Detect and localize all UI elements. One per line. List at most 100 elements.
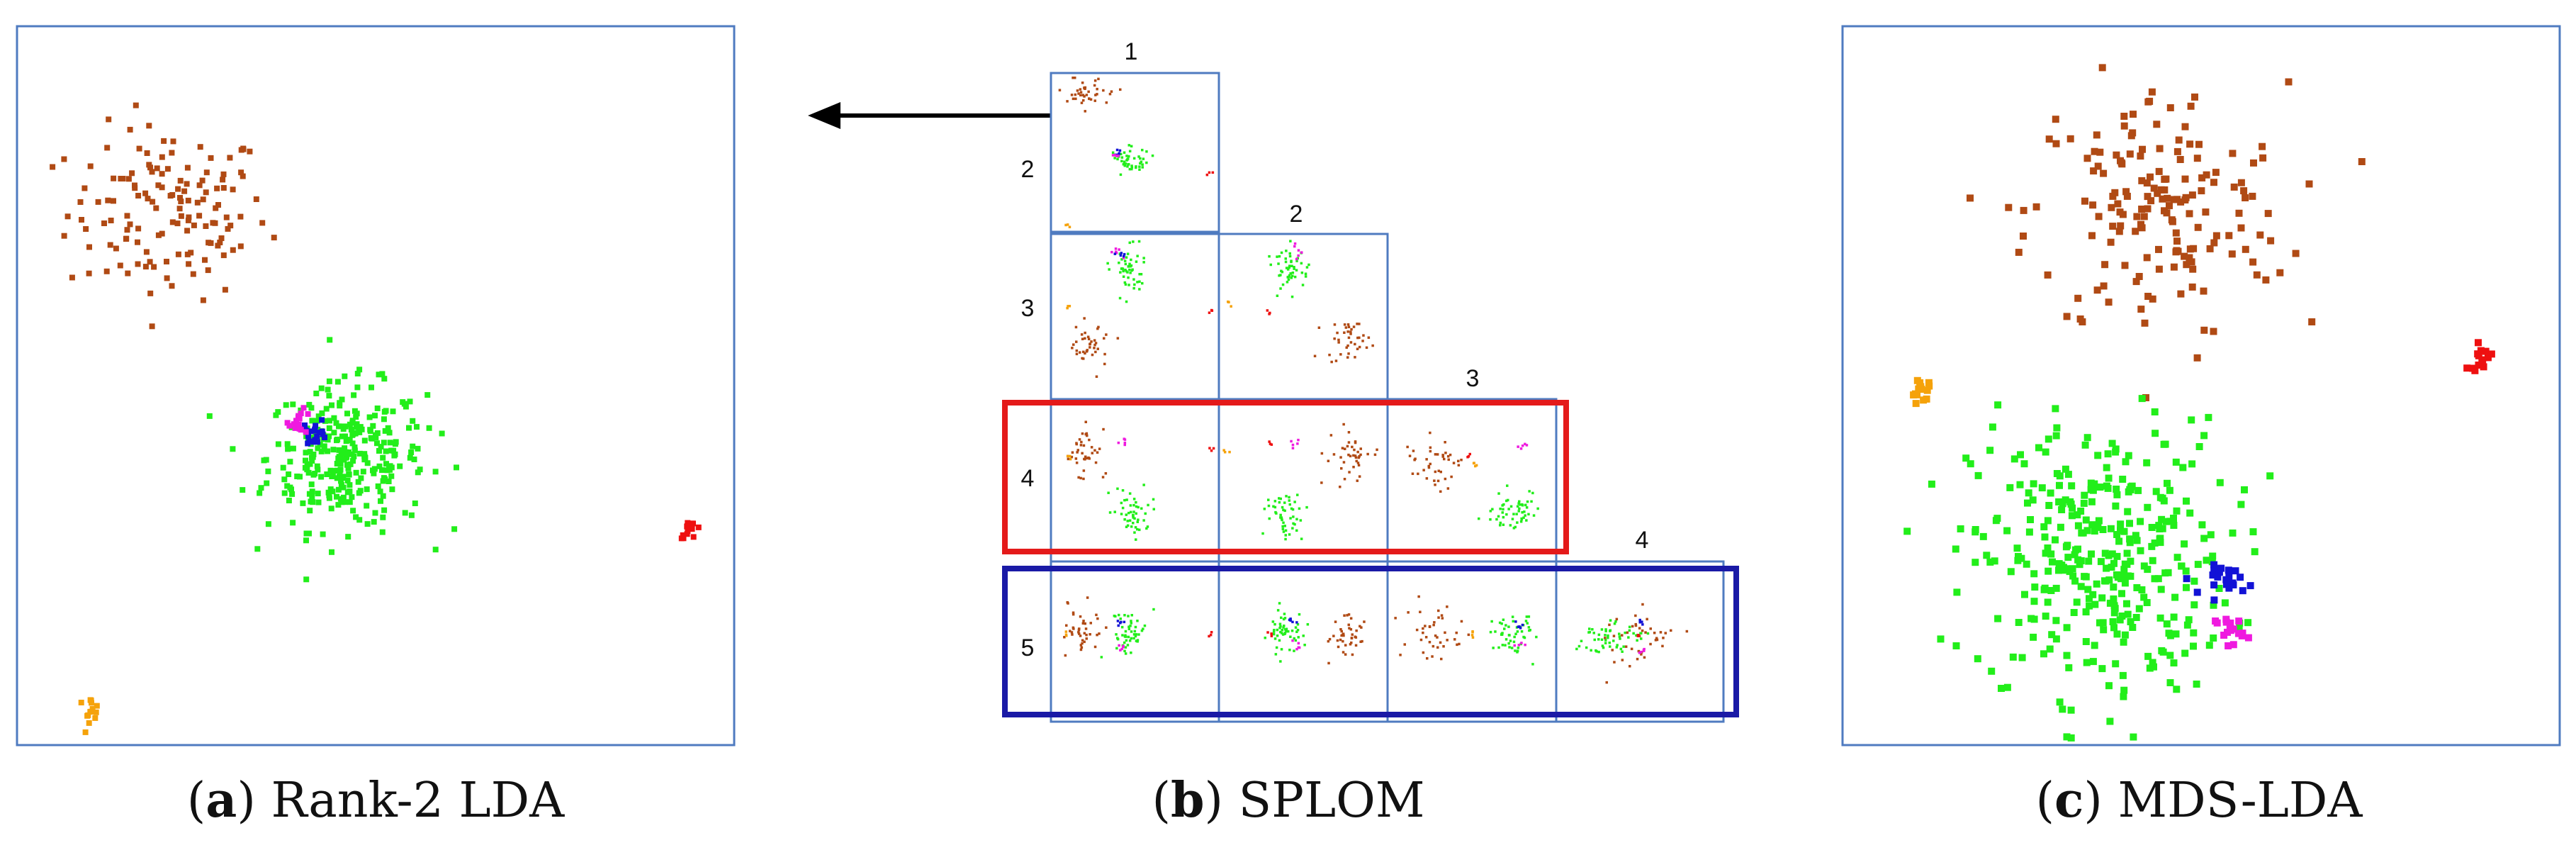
splom-point-brown xyxy=(1352,466,1355,469)
point-brown xyxy=(176,206,183,212)
splom-point-brown xyxy=(1457,459,1460,463)
splom-point-green xyxy=(1527,513,1530,516)
splom-point-red xyxy=(1208,634,1210,638)
splom-point-brown xyxy=(1415,628,1419,632)
point-brown xyxy=(2154,189,2161,197)
splom-point-green xyxy=(1124,162,1127,165)
splom-point-green xyxy=(1132,522,1135,525)
point-green xyxy=(1928,480,1935,488)
splom-point-brown xyxy=(1094,94,1097,96)
point-magenta xyxy=(292,425,298,431)
splom-point-green xyxy=(1147,503,1149,507)
point-green xyxy=(2249,528,2257,536)
point-brown xyxy=(124,213,130,219)
splom-point-brown xyxy=(1343,331,1346,334)
splom-point-brown xyxy=(1649,627,1652,630)
splom-point-brown xyxy=(1433,621,1436,624)
splom-point-magenta xyxy=(1524,643,1526,647)
splom-point-brown xyxy=(1356,450,1359,454)
point-green xyxy=(2023,560,2030,568)
point-green xyxy=(2188,416,2195,424)
splom-point-brown xyxy=(1634,622,1637,626)
point-brown xyxy=(149,169,155,175)
point-brown xyxy=(145,196,151,202)
splom-row-label-3: 3 xyxy=(1021,295,1035,322)
splom-point-brown xyxy=(1352,454,1355,457)
point-magenta xyxy=(298,410,304,417)
point-brown xyxy=(196,213,203,219)
splom-point-green xyxy=(1123,164,1126,167)
point-green xyxy=(382,427,388,434)
point-green xyxy=(351,392,357,398)
splom-point-green xyxy=(1499,521,1502,525)
point-green xyxy=(2030,615,2038,623)
splom-point-magenta xyxy=(1643,649,1646,652)
splom-point-green xyxy=(1514,525,1517,529)
splom-point-brown xyxy=(1334,359,1338,362)
splom-point-brown xyxy=(1634,614,1637,617)
splom-point-green xyxy=(1282,521,1285,525)
point-brown xyxy=(2132,278,2140,286)
point-magenta xyxy=(295,414,301,420)
splom-point-green xyxy=(1285,250,1288,252)
point-green xyxy=(2082,638,2090,645)
splom-point-brown xyxy=(1336,639,1339,642)
point-green xyxy=(307,461,313,467)
splom-point-magenta xyxy=(1298,646,1301,649)
splom-point-brown xyxy=(1357,464,1361,466)
point-brown xyxy=(2149,295,2156,303)
point-green xyxy=(2055,498,2063,505)
point-blue xyxy=(2209,571,2217,579)
splom-point-brown xyxy=(1360,626,1363,629)
splom-point-magenta xyxy=(1519,447,1523,450)
point-brown xyxy=(217,240,223,245)
point-green xyxy=(2082,516,2090,524)
splom-point-green xyxy=(1495,518,1498,521)
splom-point-orange xyxy=(1472,462,1475,465)
splom-point-brown xyxy=(1362,334,1365,337)
splom-point-brown xyxy=(1072,77,1074,79)
splom-point-green xyxy=(1525,615,1529,618)
splom-point-magenta xyxy=(1297,642,1300,645)
point-green xyxy=(1972,526,1979,533)
splom-point-brown xyxy=(1659,631,1663,634)
point-brown xyxy=(2168,216,2176,224)
point-green xyxy=(376,371,382,378)
point-green xyxy=(2173,686,2181,693)
point-brown xyxy=(2181,252,2188,260)
point-green xyxy=(287,484,293,491)
point-green xyxy=(2144,503,2152,511)
splom-point-magenta xyxy=(1123,443,1126,447)
splom-point-brown xyxy=(1344,644,1347,647)
point-red xyxy=(690,520,696,527)
point-green xyxy=(325,437,331,443)
splom-point-brown xyxy=(1339,486,1342,488)
splom-point-brown xyxy=(1093,339,1096,342)
splom-point-green xyxy=(1127,276,1130,279)
point-green xyxy=(2124,610,2132,618)
splom-point-green xyxy=(1108,511,1112,514)
splom-point-green xyxy=(1132,286,1135,290)
splom-point-brown xyxy=(1089,622,1092,625)
splom-point-green xyxy=(1614,620,1617,623)
splom-point-green xyxy=(1307,263,1310,267)
point-green xyxy=(2140,593,2148,601)
point-green xyxy=(318,474,325,480)
splom-point-green xyxy=(1145,161,1148,164)
point-brown xyxy=(2093,131,2100,139)
splom-point-brown xyxy=(1347,352,1350,355)
point-brown xyxy=(2237,179,2245,186)
splom-point-green xyxy=(1268,517,1271,520)
point-green xyxy=(2014,557,2022,564)
splom-point-green xyxy=(1120,513,1123,515)
splom-point-brown xyxy=(1340,630,1343,633)
point-green xyxy=(323,406,330,412)
point-brown xyxy=(159,184,165,191)
point-green xyxy=(360,469,366,475)
splom-point-brown xyxy=(1348,627,1351,630)
splom-point-red xyxy=(1210,449,1213,452)
splom-point-green xyxy=(1124,283,1127,286)
point-brown xyxy=(2121,262,2129,269)
point-red xyxy=(680,535,687,542)
point-orange xyxy=(1918,386,1925,393)
